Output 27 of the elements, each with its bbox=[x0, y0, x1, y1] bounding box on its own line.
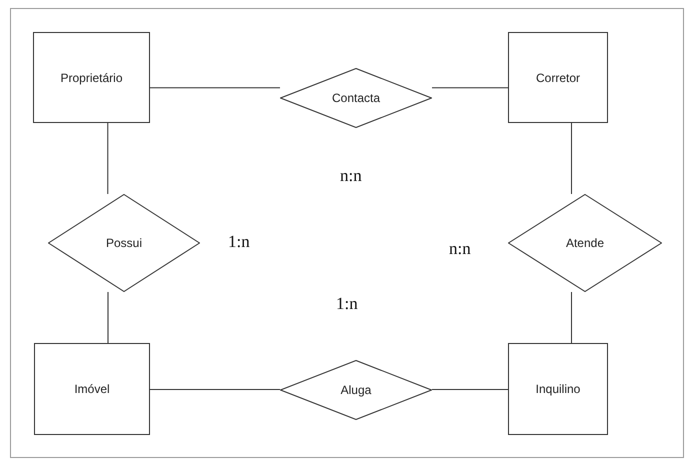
entity-name: Corretor bbox=[536, 70, 580, 86]
entity-box bbox=[508, 32, 608, 123]
cardinality-label: 1:n bbox=[336, 293, 358, 315]
relationship-diamond bbox=[280, 68, 432, 128]
entity-box bbox=[33, 32, 150, 123]
cardinality-label: n:n bbox=[340, 165, 362, 187]
relationship-diamond bbox=[48, 194, 200, 292]
entity-box bbox=[34, 343, 150, 435]
entity-name: Proprietário bbox=[60, 70, 123, 86]
relationship-diamond bbox=[280, 360, 432, 420]
entity-name: Imóvel bbox=[74, 381, 110, 398]
relationship-diamond bbox=[508, 194, 662, 292]
connector-line bbox=[107, 122, 108, 194]
cardinality-label: 1:n bbox=[228, 231, 250, 253]
cardinality-label: n:n bbox=[449, 238, 471, 260]
connector-line bbox=[571, 292, 572, 344]
connector-line bbox=[150, 87, 280, 88]
entity-name: Inquilino bbox=[536, 381, 580, 398]
connector-line bbox=[150, 389, 280, 390]
connector-line bbox=[432, 389, 508, 390]
connector-line bbox=[432, 87, 508, 88]
relationship-name: Atende bbox=[566, 235, 604, 252]
relationship-name: Possui bbox=[106, 235, 142, 252]
connector-line bbox=[571, 122, 572, 194]
entity-box bbox=[508, 343, 608, 435]
relationship-name: Contacta bbox=[332, 90, 380, 107]
relationship-name: Aluga bbox=[340, 382, 372, 399]
